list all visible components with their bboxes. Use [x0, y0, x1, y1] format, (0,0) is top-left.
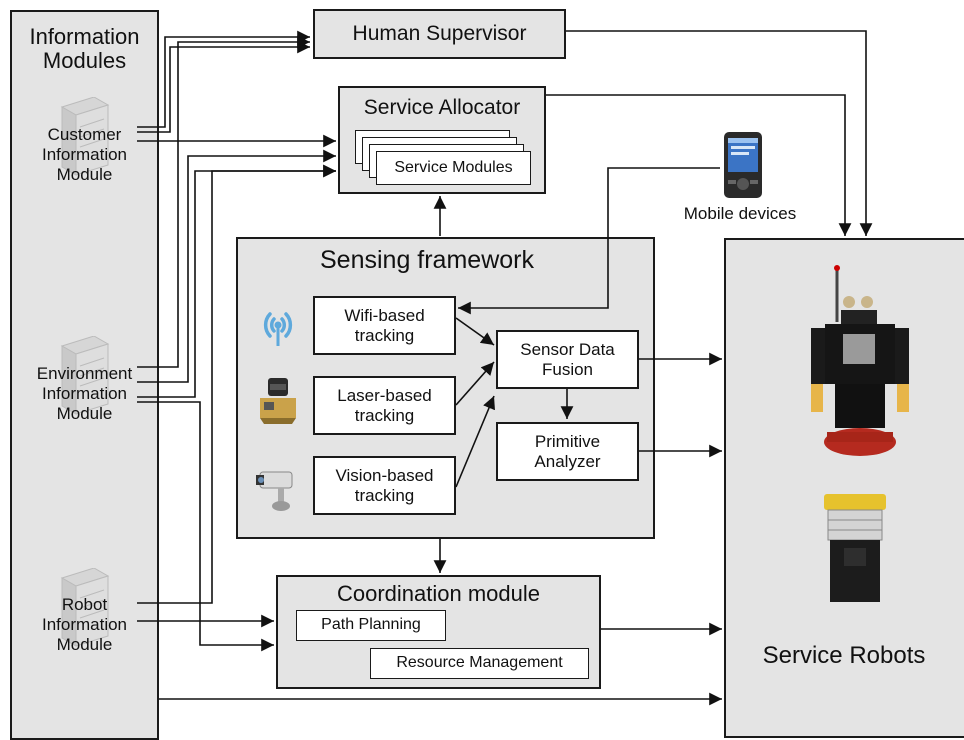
customer-information-module: Customer Information Module — [41, 125, 128, 185]
primitive-analyzer-box: Primitive Analyzer — [496, 422, 639, 481]
laser-tracking-box: Laser-based tracking — [313, 376, 456, 435]
server-icon — [60, 97, 110, 176]
server-icon — [60, 568, 110, 647]
humanoid-robot-icon — [811, 265, 909, 456]
sensor-data-fusion-box: Sensor Data Fusion — [496, 330, 639, 389]
wifi-icon — [263, 312, 293, 346]
pda-icon — [724, 132, 762, 198]
cart-robot-icon — [824, 494, 886, 602]
vision-tracking-box: Vision-based tracking — [313, 456, 456, 515]
resource-management-box: Resource Management — [370, 648, 589, 679]
mobile-devices-label: Mobile devices — [683, 204, 797, 223]
camera-icon — [256, 471, 293, 511]
environment-information-module: Environment Information Module — [36, 364, 133, 424]
service-modules-box: Service Modules — [376, 151, 531, 185]
robot-information-module: Robot Information Module — [41, 595, 128, 655]
coordination-module-title: Coordination module — [336, 581, 541, 606]
wifi-tracking-box: Wifi-based tracking — [313, 296, 456, 355]
sensing-framework-title: Sensing framework — [320, 246, 534, 274]
information-modules-title: Information Modules — [29, 24, 140, 74]
service-allocator-title: Service Allocator — [363, 96, 521, 119]
laser-sensor-icon — [260, 378, 296, 424]
service-robots-title: Service Robots — [762, 642, 926, 669]
human-supervisor-box: Human Supervisor — [313, 9, 566, 59]
path-planning-box: Path Planning — [296, 610, 446, 641]
server-icon — [60, 336, 110, 415]
